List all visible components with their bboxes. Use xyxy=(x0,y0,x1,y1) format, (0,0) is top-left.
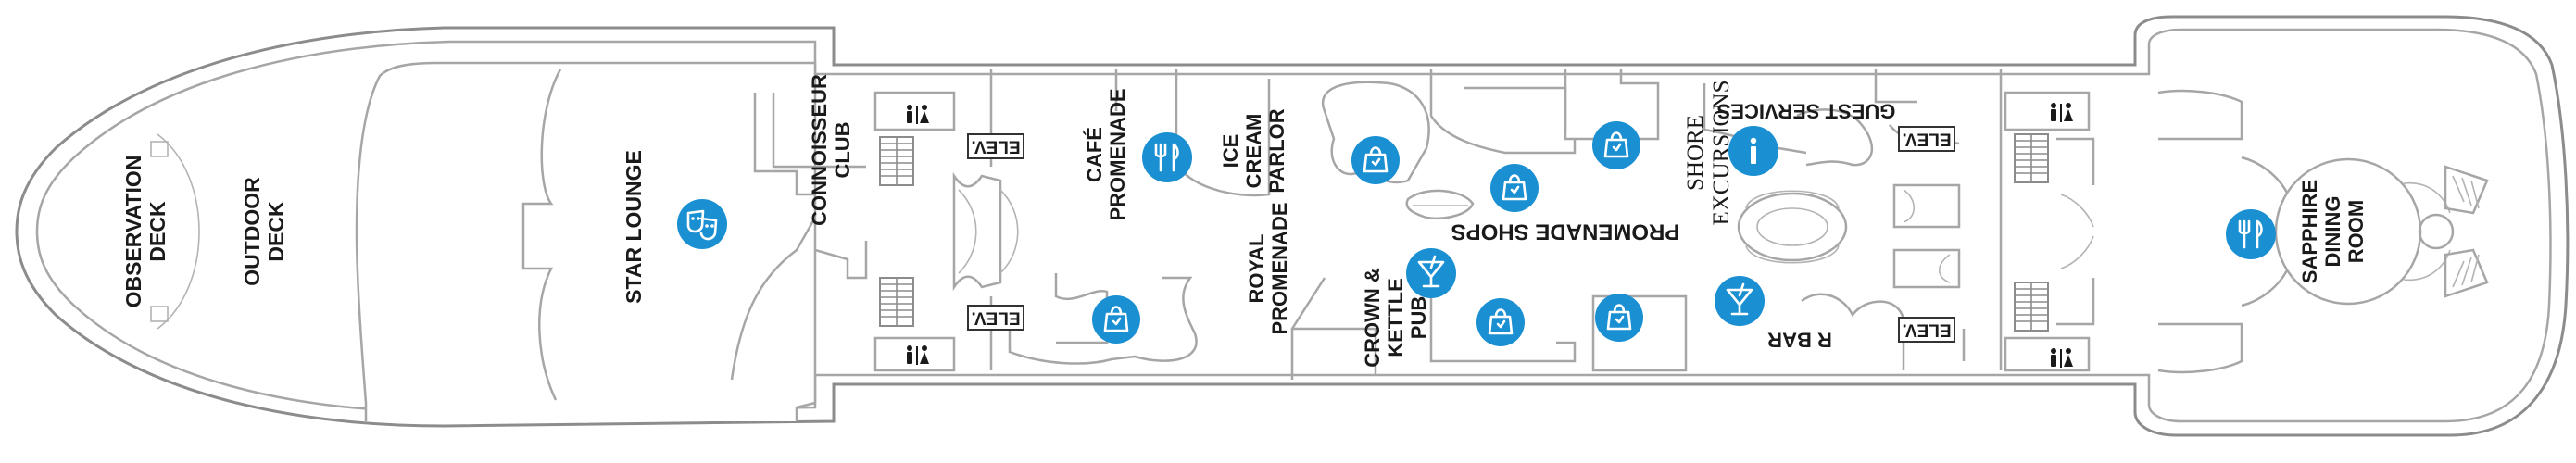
promenade-shops-label: PROMENADE SHOPS xyxy=(1451,219,1680,244)
shopping-bag-icon[interactable] xyxy=(1592,121,1640,169)
elevator-aft-top: ELEV. xyxy=(1898,126,1955,152)
ice-cream-parlor-label: ICE CREAM PARLOR xyxy=(1219,108,1288,193)
observation-deck-label: OBSERVATION DECK xyxy=(121,156,170,308)
connoisseur-club-label: CONNOISSEUR CLUB xyxy=(808,74,854,226)
outdoor-deck-label: OUTDOOR DECK xyxy=(240,177,288,286)
shore-excursions-label: SHORE EXCURSIONS xyxy=(1683,81,1734,226)
fork-knife-icon[interactable] xyxy=(1142,132,1192,182)
fork-knife-icon[interactable] xyxy=(2226,209,2276,259)
elevator-forward-top: ELEV. xyxy=(967,133,1024,159)
svg-text:SHORE: SHORE xyxy=(1683,115,1708,191)
sapphire-dining-room-label: SAPPHIRE DINING ROOM xyxy=(2298,180,2368,283)
r-bar-label: R BAR xyxy=(1767,329,1832,352)
royal-promenade-label: ROYAL PROMENADE xyxy=(1245,202,1291,334)
svg-text:R BAR: R BAR xyxy=(1767,329,1832,352)
svg-text:CROWN &: CROWN & xyxy=(1361,268,1384,368)
aft-stair-area xyxy=(2004,91,2095,372)
elevator-aft-bottom: ELEV. xyxy=(1898,317,1955,343)
shopping-bag-icon[interactable] xyxy=(1595,294,1643,342)
svg-text:CAFÉ: CAFÉ xyxy=(1083,127,1106,182)
svg-text:PARLOR: PARLOR xyxy=(1265,108,1288,193)
svg-text:ELEV.: ELEV. xyxy=(1902,130,1951,149)
guest-services-area xyxy=(1564,69,2003,370)
star-lounge-label: STAR LOUNGE xyxy=(622,150,646,304)
svg-text:ELEV.: ELEV. xyxy=(971,308,1020,328)
svg-text:PROMENADE SHOPS: PROMENADE SHOPS xyxy=(1451,219,1680,244)
shopping-bag-icon[interactable] xyxy=(1351,136,1400,184)
svg-text:ROOM: ROOM xyxy=(2344,200,2368,263)
svg-text:ELEV.: ELEV. xyxy=(971,137,1020,156)
svg-text:DECK: DECK xyxy=(145,201,170,262)
svg-text:STAR LOUNGE: STAR LOUNGE xyxy=(622,150,646,304)
information-icon[interactable] xyxy=(1728,126,1778,176)
svg-text:CLUB: CLUB xyxy=(831,121,854,178)
guest-services-label: GUEST SERVICES xyxy=(1717,100,1896,123)
svg-text:OBSERVATION: OBSERVATION xyxy=(121,156,145,308)
cafe-promenade-label: CAFÉ PROMENADE xyxy=(1083,88,1129,220)
cocktail-glass-icon[interactable] xyxy=(1406,248,1456,298)
svg-text:KETTLE: KETTLE xyxy=(1384,278,1407,357)
svg-text:GUEST SERVICES: GUEST SERVICES xyxy=(1717,100,1896,123)
sapphire-dining-room-area xyxy=(2157,89,2489,374)
svg-text:ELEV.: ELEV. xyxy=(1902,320,1951,340)
svg-text:PUB: PUB xyxy=(1407,296,1430,339)
svg-text:OUTDOOR: OUTDOOR xyxy=(240,177,264,286)
crown-kettle-pub-label: CROWN & KETTLE PUB xyxy=(1361,268,1430,368)
svg-text:CONNOISSEUR: CONNOISSEUR xyxy=(808,74,831,226)
svg-text:DINING: DINING xyxy=(2321,196,2344,268)
bow-area xyxy=(150,61,817,421)
svg-text:PROMENADE: PROMENADE xyxy=(1268,202,1291,334)
cocktail-glass-icon[interactable] xyxy=(1715,276,1765,326)
shopping-bag-icon[interactable] xyxy=(1476,298,1525,346)
svg-text:ICE: ICE xyxy=(1219,134,1242,169)
svg-text:SAPPHIRE: SAPPHIRE xyxy=(2298,180,2321,283)
svg-text:CREAM: CREAM xyxy=(1242,114,1265,189)
svg-text:DECK: DECK xyxy=(264,201,288,262)
svg-text:PROMENADE: PROMENADE xyxy=(1106,88,1129,220)
elevator-forward-bottom: ELEV. xyxy=(967,305,1024,331)
svg-text:ROYAL: ROYAL xyxy=(1245,234,1268,304)
theater-masks-icon[interactable] xyxy=(677,199,727,249)
shopping-bag-icon[interactable] xyxy=(1490,164,1539,212)
forward-interior xyxy=(730,69,1019,381)
svg-text:EXCURSIONS: EXCURSIONS xyxy=(1709,81,1734,226)
shopping-bag-icon[interactable] xyxy=(1092,295,1140,344)
